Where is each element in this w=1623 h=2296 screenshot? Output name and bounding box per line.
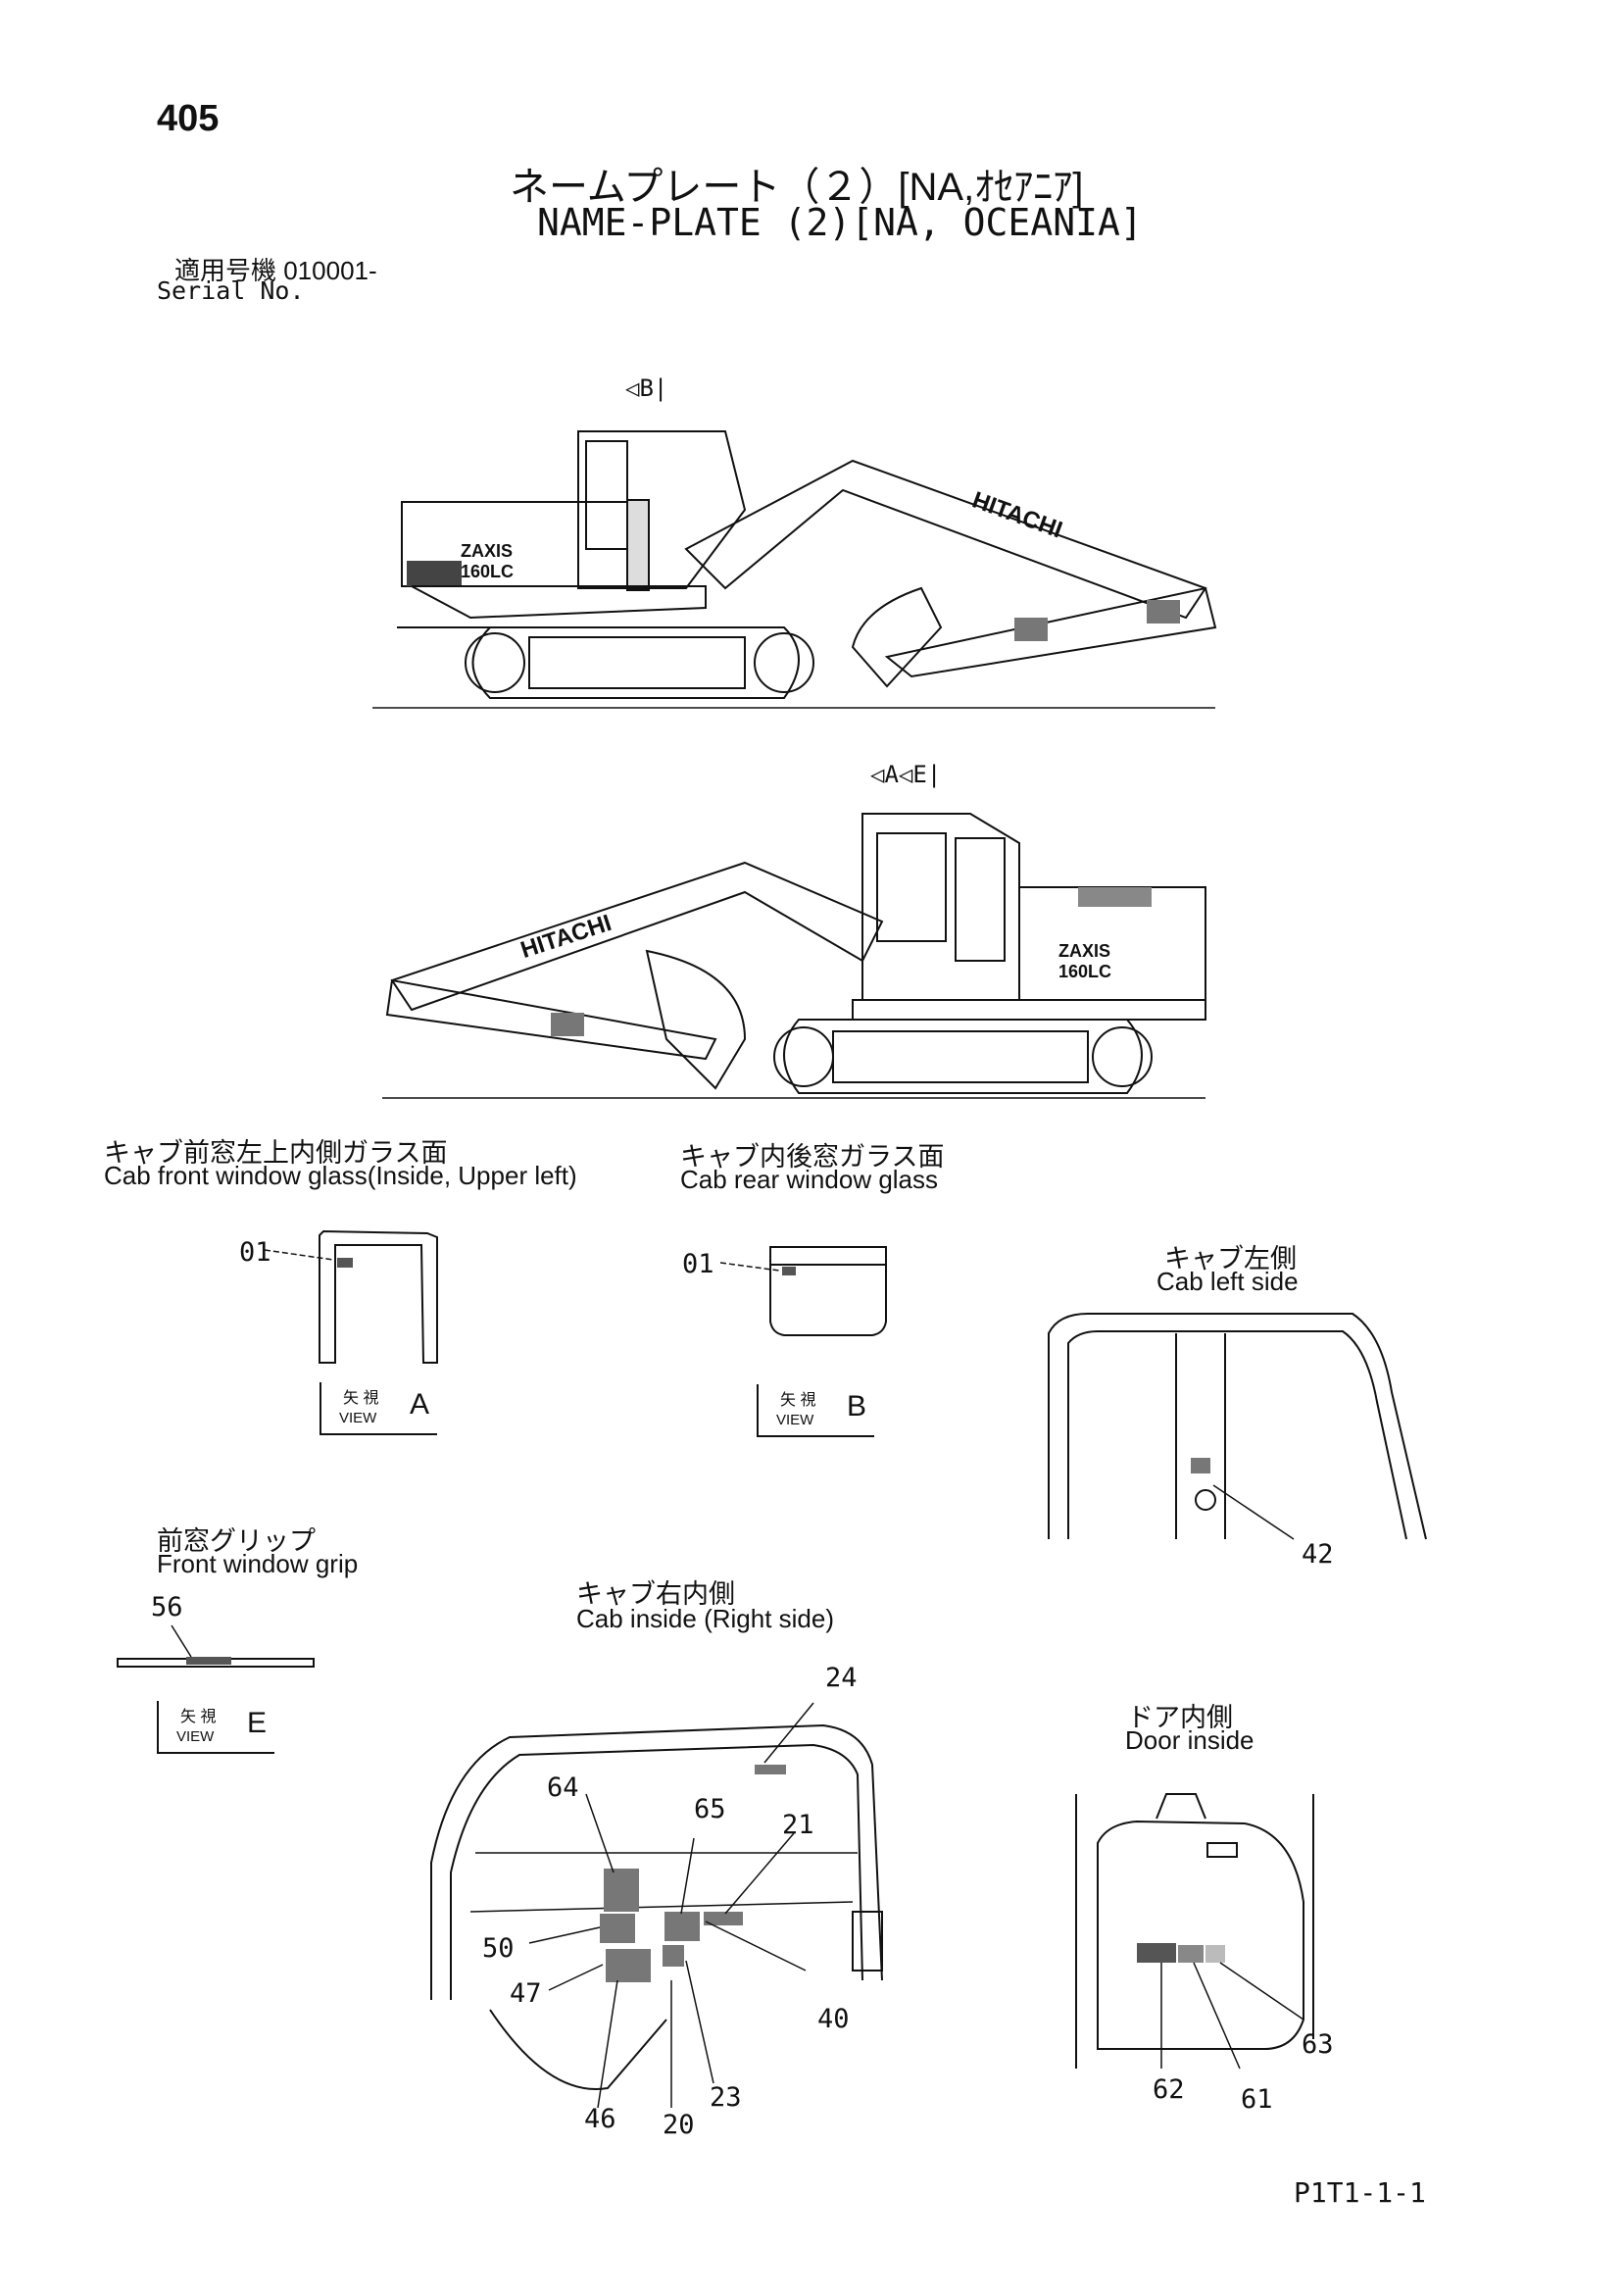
cab-right-caption-en: Cab inside (Right side) (576, 1604, 835, 1633)
rear-window-caption-en: Cab rear window glass (680, 1165, 939, 1194)
view-marker-b: ◁B| (625, 374, 668, 402)
callout-23: 23 (710, 2082, 742, 2113)
grip-caption-jp: 前窓グリップ (157, 1526, 316, 1556)
callout-01-rear: 01 (682, 1249, 714, 1279)
front-window-drawing (264, 1229, 438, 1364)
excavator-side-view-right (372, 430, 1217, 709)
callout-62: 62 (1153, 2074, 1185, 2105)
callout-46: 46 (584, 2104, 616, 2134)
excavator-side-view-left (382, 813, 1206, 1099)
callout-63: 63 (1302, 2029, 1334, 2060)
page-number: 405 (157, 98, 220, 139)
cab-right-caption-jp: キャブ右内側 (576, 1579, 735, 1609)
rear-window-drawing (719, 1246, 887, 1336)
callout-24: 24 (825, 1663, 858, 1693)
callout-20: 20 (663, 2110, 695, 2140)
callout-47: 47 (510, 1978, 542, 2009)
rear-window-caption-jp: キャブ内後窓ガラス面 (680, 1142, 945, 1172)
serial-label-english: Serial No. (157, 276, 305, 305)
view-label-b: 矢 視 VIEW B (757, 1384, 874, 1437)
callout-01-front: 01 (239, 1237, 271, 1268)
callout-42: 42 (1302, 1539, 1334, 1570)
callout-50: 50 (482, 1933, 515, 1964)
callout-40: 40 (817, 2004, 850, 2034)
cab-left-caption-jp: キャブ左側 (1164, 1244, 1297, 1273)
window-grip-drawing (117, 1624, 315, 1668)
page-reference: P1T1-1-1 (1294, 2176, 1426, 2209)
view-label-e: 矢 視 VIEW E (157, 1701, 274, 1754)
cab-left-caption-en: Cab left side (1156, 1267, 1299, 1296)
view-marker-a-e: ◁A◁E| (870, 761, 942, 788)
callout-21: 21 (782, 1810, 814, 1840)
view-label-a: 矢 視 VIEW A (320, 1382, 437, 1435)
callout-65: 65 (694, 1794, 726, 1824)
title-japanese: ネームプレート（２）[NA,ｵｾｱﾆｱ] (510, 166, 1084, 209)
cab-inside-right-drawing (430, 1702, 883, 2109)
door-caption-jp: ドア内側 (1127, 1703, 1233, 1732)
callout-64: 64 (547, 1772, 579, 1803)
callout-61: 61 (1241, 2084, 1273, 2115)
serial-label-japanese: 適用号機 010001- (174, 256, 377, 285)
callout-56: 56 (151, 1592, 183, 1622)
grip-caption-en: Front window grip (157, 1549, 359, 1578)
front-window-caption-jp: キャブ前窓左上内側ガラス面 (104, 1138, 448, 1168)
title-english: NAME-PLATE (2)[NA, OCEANIA] (537, 201, 1143, 244)
door-caption-en: Door inside (1125, 1725, 1254, 1755)
front-window-caption-en: Cab front window glass(Inside, Upper lef… (104, 1161, 577, 1190)
door-inside-drawing (1075, 1793, 1314, 2070)
cab-left-side-drawing (1048, 1313, 1427, 1540)
